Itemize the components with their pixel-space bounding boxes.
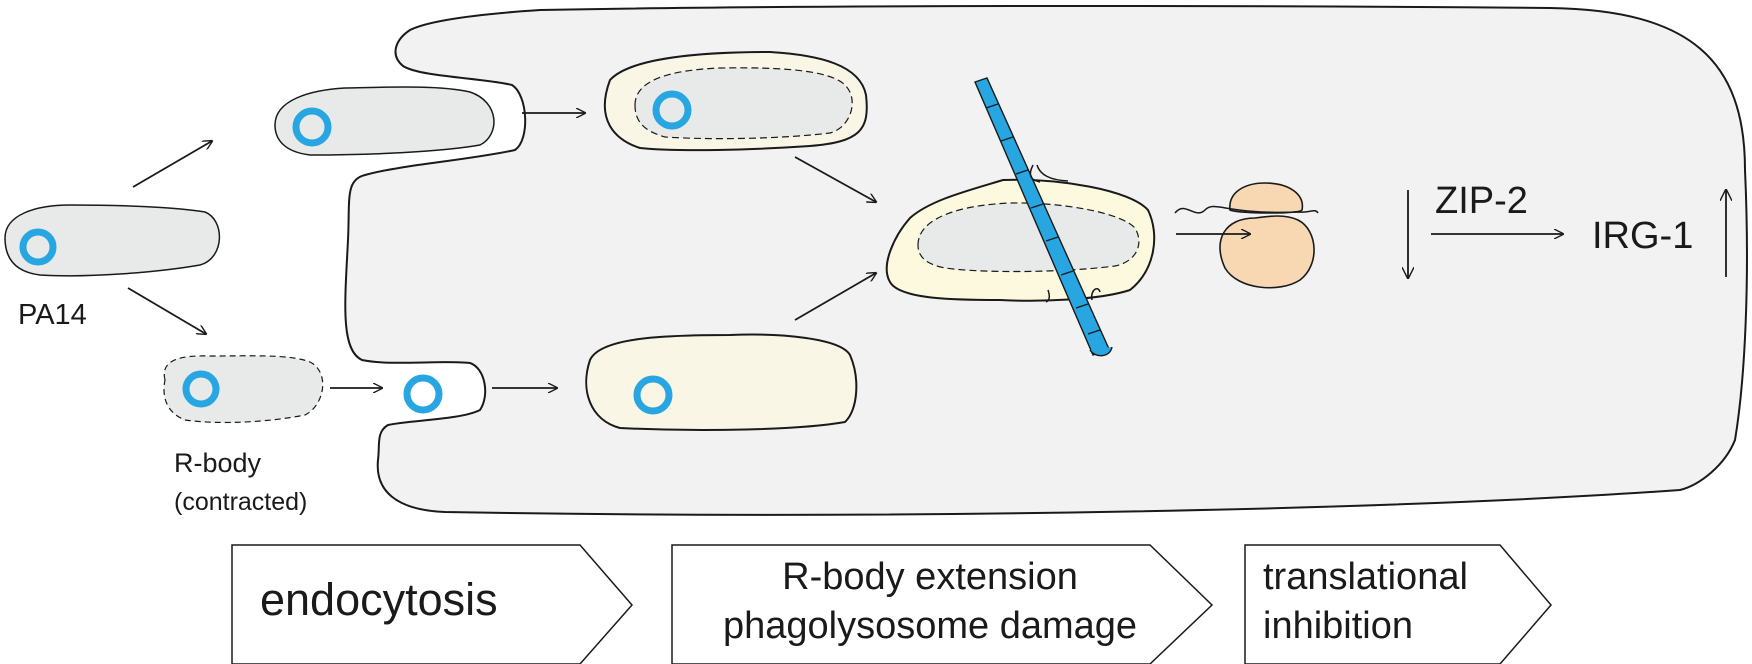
vesicle-bacterium	[603, 50, 868, 152]
irg1-label: IRG-1	[1592, 215, 1693, 257]
rbody-contracted	[163, 355, 324, 424]
step-1-line-1: endocytosis	[260, 574, 498, 625]
vesicle-rbody	[585, 333, 858, 431]
rbody-ring-icon	[19, 228, 57, 266]
rbody-state-label: (contracted)	[174, 488, 307, 516]
step-3-line-2: inhibition	[1263, 605, 1413, 647]
rbody-ring-icon	[292, 107, 332, 147]
step-box-1: endocytosis	[231, 544, 633, 664]
rbody-ring-icon	[652, 90, 692, 130]
engulfed-bacterium	[274, 86, 495, 156]
extended-rbody-icon	[974, 77, 1113, 357]
rbody-ring-icon	[182, 370, 220, 408]
rbody-ring-icon	[403, 374, 443, 414]
step-2-line-1: R-body extension	[782, 556, 1078, 598]
rbody-ring-icon	[633, 375, 673, 415]
flow-arrows	[127, 113, 1563, 388]
pa14-bacterium	[4, 204, 221, 277]
step-box-3: translational inhibition	[1244, 544, 1552, 664]
zip2-label: ZIP-2	[1435, 180, 1528, 222]
step-box-2: R-body extension phagolysosome damage	[671, 544, 1214, 664]
rbody-label: R-body	[174, 448, 262, 478]
step-3-line-1: translational	[1263, 556, 1468, 598]
pa14-label: PA14	[18, 299, 87, 331]
damaged-phagolysosome	[885, 77, 1156, 357]
step-2-line-2: phagolysosome damage	[723, 605, 1137, 647]
